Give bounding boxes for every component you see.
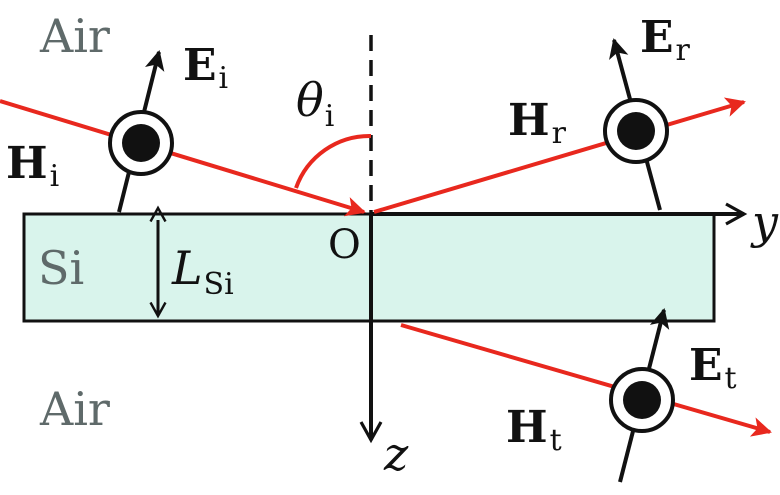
transmitted-h-label: Ht xyxy=(506,402,562,458)
incident-h-field-dot xyxy=(122,124,160,162)
air-bottom-label: Air xyxy=(39,382,110,436)
transmitted-e-label: Et xyxy=(689,340,737,396)
thickness-label: LSi xyxy=(171,241,234,302)
incident-ray xyxy=(0,99,366,217)
si-label: Si xyxy=(38,241,84,295)
incidence-angle-arc xyxy=(294,133,372,189)
reflected-ray xyxy=(373,97,746,214)
reflected-e-label: Er xyxy=(640,12,691,68)
z-axis-label: z xyxy=(383,427,409,481)
transmitted-h-field-dot xyxy=(623,381,661,419)
angle-label: θi xyxy=(296,73,334,134)
transmitted-ray xyxy=(400,323,772,437)
reflected-h-field-dot xyxy=(617,112,655,150)
origin-label: O xyxy=(328,222,361,268)
reflected-h-label: Hr xyxy=(508,95,567,151)
incident-h-label: Hi xyxy=(6,138,59,194)
y-axis-label: y xyxy=(750,195,779,249)
incident-e-label: Ei xyxy=(183,40,228,96)
air-top-label: Air xyxy=(39,9,110,63)
